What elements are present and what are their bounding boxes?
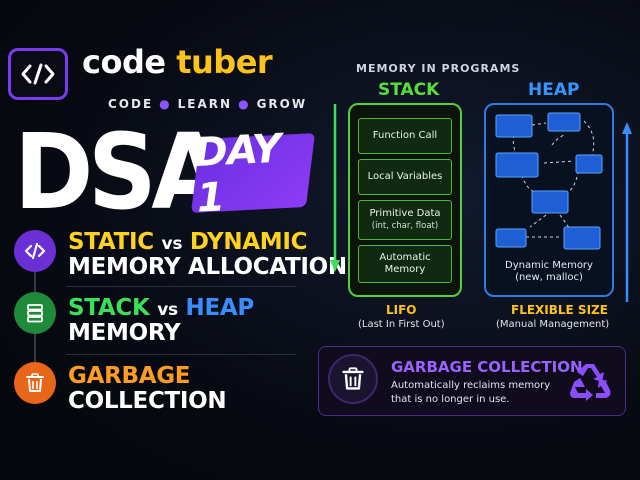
stack-item: Function Call [358, 118, 452, 154]
topic-subline: MEMORY ALLOCATION [68, 254, 347, 281]
topic-connector [34, 272, 36, 292]
heap-footer-sub: (Manual Management) [496, 319, 610, 330]
stack-item-label: Automatic [379, 251, 431, 263]
brand-name: code tuber [82, 43, 273, 81]
diagram-heading: MEMORY IN PROGRAMS [356, 62, 521, 75]
topic-keyword: STACK [68, 295, 150, 321]
stack-item-sublabel: (int, char, float) [371, 220, 439, 231]
heap-footer-title: FLEXIBLE SIZE [511, 303, 608, 317]
topic-stack-heap: STACK vs HEAP MEMORY [68, 295, 255, 347]
stack-layers-icon [27, 304, 43, 323]
heap-block [495, 228, 527, 248]
brand-name-part2: tuber [176, 43, 273, 81]
brand-tagline: CODE ● LEARN ● GROW [108, 97, 307, 111]
heap-block [531, 190, 569, 214]
stack-footer-title: LIFO [386, 303, 417, 317]
tagline-word: GROW [256, 97, 308, 111]
day-badge-label: DAY 1 [193, 125, 282, 222]
stack-title: STACK [378, 80, 440, 100]
topic-connector [34, 334, 36, 362]
stack-item-label: Function Call [372, 129, 438, 141]
topic-garbage-collection: GARBAGE COLLECTION [68, 363, 227, 415]
arrow-down-icon [330, 104, 340, 272]
gc-icon-circle [328, 354, 378, 404]
trash-icon [26, 373, 44, 392]
topic-keyword: DYNAMIC [189, 229, 308, 255]
heap-blocks-diagram [495, 112, 603, 250]
heap-block [495, 152, 539, 178]
topic-line: STACK vs HEAP [68, 295, 255, 321]
stack-item: Automatic Memory [358, 245, 452, 283]
topic-icon-static-dynamic [14, 230, 56, 272]
topic-subline: MEMORY [68, 320, 181, 347]
heap-block [563, 226, 601, 250]
dot-separator-icon: ● [159, 97, 172, 111]
heap-caption-line: (new, malloc) [515, 272, 583, 283]
trash-icon [342, 367, 364, 390]
day-badge: DAY 1 [190, 126, 316, 221]
heap-block [547, 112, 581, 132]
brand-logo [8, 48, 68, 100]
topic-icon-garbage [14, 362, 56, 404]
stack-item-label: Local Variables [367, 170, 443, 182]
dot-separator-icon: ● [238, 97, 251, 111]
topic-line: STATIC vs DYNAMIC [68, 229, 347, 255]
tagline-word: CODE [108, 97, 154, 111]
stack-footer-sub: (Last In First Out) [358, 319, 445, 330]
topic-keyword: HEAP [185, 295, 255, 321]
topic-subline: COLLECTION [68, 388, 227, 415]
code-icon [24, 242, 46, 260]
divider [66, 286, 296, 287]
topic-keyword: GARBAGE [68, 363, 191, 389]
heap-block [575, 154, 603, 174]
topic-vs: vs [161, 234, 183, 254]
heap-block [495, 114, 533, 138]
divider [66, 354, 296, 355]
hero-title: DSA [14, 111, 225, 233]
topic-keyword: STATIC [68, 229, 154, 255]
code-brackets-icon [21, 63, 55, 85]
topic-vs: vs [157, 300, 178, 320]
brand-name-part1: code [82, 43, 166, 81]
heap-caption: Dynamic Memory (new, malloc) [490, 260, 608, 284]
stack-item-label: Memory [384, 264, 426, 275]
stack-item-label: Primitive Data [369, 208, 441, 220]
gc-desc-line: that is no longer in use. [391, 393, 510, 405]
topic-static-dynamic: STATIC vs DYNAMIC MEMORY ALLOCATION [68, 229, 347, 281]
gc-desc-line: Automatically reclaims memory [391, 380, 551, 391]
tagline-word: LEARN [177, 97, 233, 111]
topic-icon-stack-heap [14, 292, 56, 334]
heap-caption-line: Dynamic Memory [505, 260, 593, 271]
stack-item: Local Variables [358, 159, 452, 195]
recycle-icon [570, 364, 611, 401]
heap-title: HEAP [528, 80, 580, 100]
gc-description: Automatically reclaims memory that is no… [391, 379, 561, 406]
gc-title: GARBAGE COLLECTION [391, 358, 583, 376]
arrow-up-icon [622, 122, 632, 302]
stack-item: Primitive Data (int, char, float) [358, 200, 452, 240]
